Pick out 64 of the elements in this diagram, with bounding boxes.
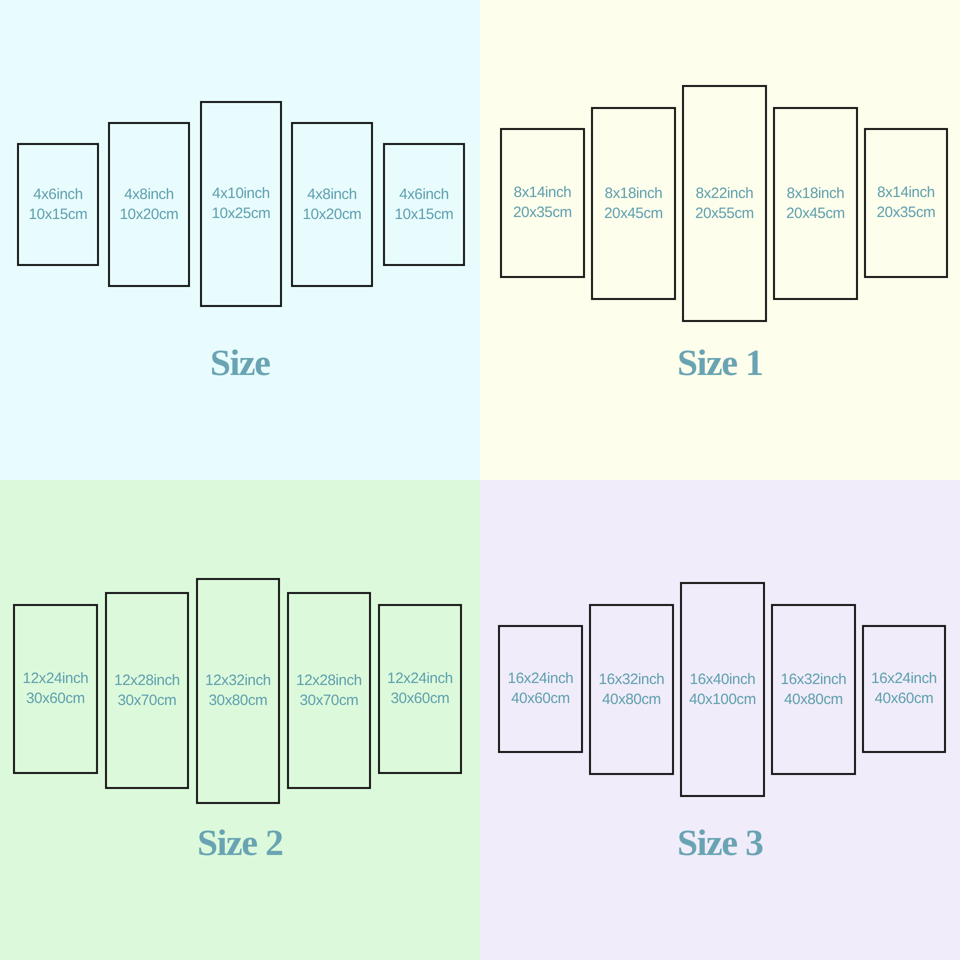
size-heading: Size 2 <box>197 822 283 865</box>
dimension-text: 12x24inch <box>387 669 453 689</box>
canvas-panel-outline <box>13 604 98 774</box>
dimension-text: 16x24inch <box>871 669 937 689</box>
dimension-text: 16x32inch <box>780 670 846 690</box>
dimension-text: 30x70cm <box>118 690 176 710</box>
dimension-text: 4x10inch <box>212 184 270 204</box>
dimension-text: 30x70cm <box>300 690 358 710</box>
dimension-text: 8x14inch <box>514 183 572 203</box>
dimension-text: 20x55cm <box>695 204 754 224</box>
dimension-text: 12x24inch <box>22 669 88 689</box>
size-heading: Size 3 <box>677 822 763 865</box>
canvas-panel-outline <box>17 143 99 266</box>
dimension-text: 40x80cm <box>784 690 843 710</box>
dimension-text: 20x45cm <box>604 204 663 224</box>
dimension-text: 4x8inch <box>124 184 174 204</box>
dimension-text: 10x20cm <box>302 204 362 224</box>
dimension-text: 20x35cm <box>876 203 936 223</box>
dimension-text: 40x80cm <box>602 690 661 710</box>
canvas-panel-outline <box>291 122 373 287</box>
dimension-text: 10x20cm <box>120 204 178 224</box>
dimension-text: 16x40inch <box>690 670 756 690</box>
dimension-text: 12x32inch <box>205 671 271 691</box>
canvas-panel-outline <box>589 604 674 775</box>
dimension-text: 10x15cm <box>394 204 454 224</box>
canvas-panel-outline <box>498 625 583 753</box>
dimension-text: 12x28inch <box>296 670 362 690</box>
canvas-panel-outline <box>771 604 856 775</box>
dimension-text: 8x18inch <box>604 184 662 204</box>
dimension-text: 16x24inch <box>508 669 574 689</box>
dimension-text: 30x80cm <box>208 691 268 711</box>
dimension-text: 10x15cm <box>28 204 88 224</box>
dimension-text: 8x22inch <box>696 184 754 204</box>
dimension-text: 30x60cm <box>26 689 85 709</box>
canvas-panel-outline <box>773 107 858 300</box>
canvas-panel-outline <box>108 122 190 287</box>
dimension-text: 30x60cm <box>390 689 450 709</box>
canvas-panel-outline <box>680 582 765 797</box>
dimension-text: 40x100cm <box>689 690 756 710</box>
dimension-text: 4x6inch <box>399 184 449 204</box>
canvas-panel-outline <box>200 101 282 307</box>
canvas-panel-outline <box>378 604 462 774</box>
dimension-text: 10x25cm <box>212 204 270 224</box>
dimension-text: 40x60cm <box>874 689 934 709</box>
canvas-panel-outline <box>864 128 948 278</box>
canvas-panel-outline <box>591 107 676 300</box>
dimension-text: 20x35cm <box>513 203 572 223</box>
dimension-text: 8x14inch <box>877 183 935 203</box>
size-heading: Size 1 <box>677 342 763 385</box>
dimension-text: 8x18inch <box>786 184 844 204</box>
dimension-text: 4x8inch <box>307 184 357 204</box>
dimension-text: 40x60cm <box>511 689 570 709</box>
canvas-panel-outline <box>196 578 280 804</box>
dimension-text: 4x6inch <box>33 184 83 204</box>
dimension-text: 20x45cm <box>786 204 845 224</box>
size-heading: Size <box>210 342 270 385</box>
canvas-panel-outline <box>862 625 946 753</box>
canvas-panel-outline <box>105 592 189 789</box>
dimension-text: 12x28inch <box>114 670 180 690</box>
canvas-panel-outline <box>500 128 585 278</box>
canvas-panel-outline <box>287 592 371 789</box>
dimension-text: 16x32inch <box>598 670 664 690</box>
canvas-panel-outline <box>383 143 465 266</box>
canvas-panel-outline <box>682 85 767 322</box>
